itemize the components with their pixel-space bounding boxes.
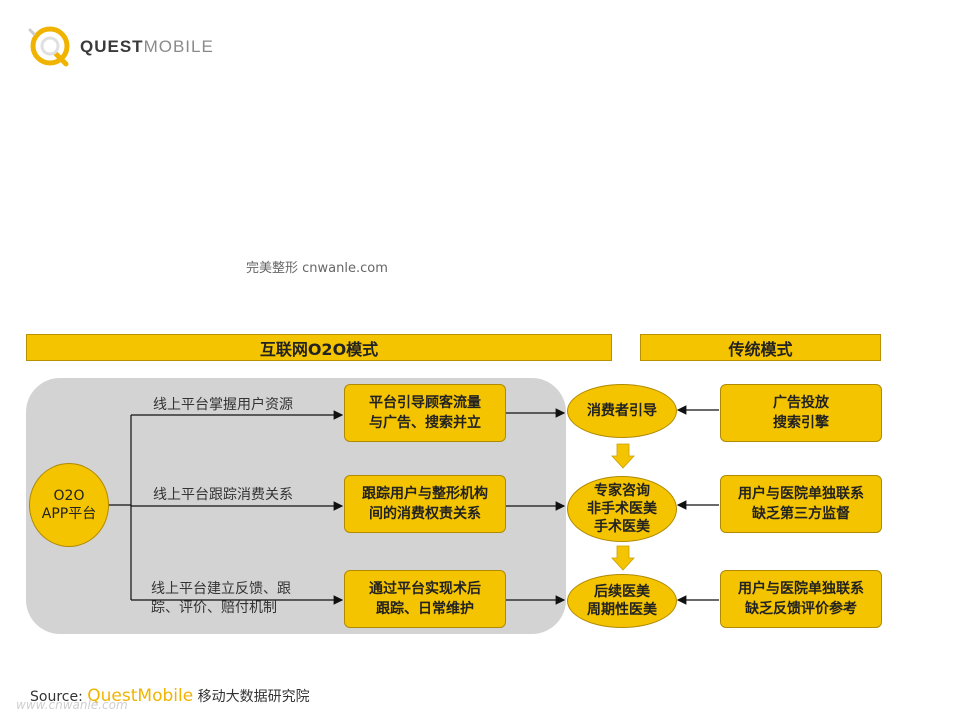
internet-mode-header: 互联网O2O模式 [26, 334, 612, 361]
traditional-box-1: 广告投放 搜索引擎 [720, 384, 882, 442]
stage-expert-consultation: 专家咨询 非手术医美 手术医美 [567, 476, 677, 542]
edge-label-1: 线上平台掌握用户资源 [153, 397, 293, 413]
stage-down-arrow-1 [611, 443, 635, 469]
middle-box-1: 平台引导顾客流量 与广告、搜索并立 [344, 384, 506, 442]
traditional-mode-header: 传统模式 [640, 334, 881, 361]
brand-bold: QUEST [80, 37, 144, 56]
brand-light: MOBILE [143, 37, 214, 56]
stage-follow-up: 后续医美 周期性医美 [567, 574, 677, 628]
traditional-box-3: 用户与医院单独联系 缺乏反馈评价参考 [720, 570, 882, 628]
source-suffix: 移动大数据研究院 [197, 689, 310, 705]
source-line: Source: QuestMobile 移动大数据研究院 [30, 686, 310, 706]
middle-box-3: 通过平台实现术后 跟踪、日常维护 [344, 570, 506, 628]
logo: QUESTMOBILE [26, 24, 226, 68]
edge-label-3: 线上平台建立反馈、跟 踪、评价、赔付机制 [151, 581, 291, 616]
watermark: www.cnwanle.com [16, 698, 128, 712]
middle-box-2: 跟踪用户与整形机构 间的消费权责关系 [344, 475, 506, 533]
stage-consumer-guidance: 消费者引导 [567, 384, 677, 438]
source-brand: QuestMobile [87, 686, 194, 706]
brand-wordmark: QUESTMOBILE [80, 37, 214, 57]
source-prefix: Source: [30, 689, 83, 705]
traditional-box-2: 用户与医院单独联系 缺乏第三方监督 [720, 475, 882, 533]
edge-label-2: 线上平台跟踪消费关系 [153, 487, 293, 503]
stage-down-arrow-2 [611, 545, 635, 571]
o2o-app-platform-node: O2O APP平台 [29, 463, 109, 547]
questmobile-logo-icon [28, 26, 70, 67]
subtitle: 完美整形 cnwanle.com [246, 261, 388, 276]
